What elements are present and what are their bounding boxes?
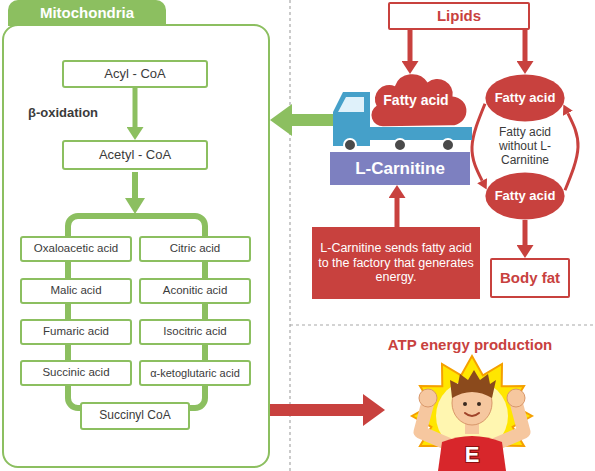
cargo-cloud: Fatty acid [368, 74, 464, 130]
man-shirt [438, 436, 506, 471]
outlined-box: Body fat [490, 258, 570, 298]
node-text: L-Carnitine sends fatty acid to the fact… [318, 241, 474, 284]
dashed-separator [289, 0, 290, 471]
node-text: Body fat [500, 269, 560, 286]
process-box: Succinyl CoA [80, 402, 190, 430]
man-fist [419, 389, 437, 407]
starburst-shape [412, 356, 532, 471]
node-text: Fatty acid [383, 92, 448, 108]
note-text: Fatty acid without L-Carnitine [480, 125, 570, 167]
truck-bed [368, 127, 472, 140]
section-heading: ATP energy production [375, 336, 565, 354]
flow-arrow [270, 404, 363, 416]
process-box: Acyl - CoA [62, 60, 208, 88]
cycle-entry-arrow [132, 172, 138, 200]
node-text: Acetyl - CoA [99, 148, 171, 163]
node-text: Fatty acid [495, 91, 556, 106]
energy-man-illustration [412, 356, 532, 471]
process-box: Malic acid [20, 278, 132, 304]
man-fist [507, 389, 525, 407]
truck-wheel [442, 139, 454, 151]
process-box: Isocitric acid [139, 319, 251, 345]
node-text: L-Carnitine [355, 159, 445, 179]
flow-arrow [523, 30, 528, 61]
process-box: Acetyl - CoA [62, 140, 208, 170]
flow-arrow [472, 104, 485, 181]
man-arm [496, 402, 524, 444]
panel-heading: Mitochondria [8, 0, 166, 26]
truck-wheel [344, 139, 356, 151]
ellipse-shape [485, 74, 564, 121]
cloud-shape [371, 74, 466, 126]
node-text: Succinic acid [42, 366, 109, 379]
process-box: α-ketoglutaric acid [139, 360, 251, 386]
energy-letter: E [458, 442, 486, 468]
outlined-box: Lipids [388, 2, 530, 30]
node-text: Aconitic acid [163, 284, 228, 297]
flow-arrow [565, 113, 578, 190]
cycle-entry-arrowhead [125, 198, 145, 214]
process-box: Citric acid [139, 236, 251, 262]
callout-box: L-Carnitine sends fatty acid to the fact… [312, 227, 480, 299]
node-text: α-ketoglutaric acid [150, 367, 240, 380]
node-text: Fatty acid [495, 189, 556, 204]
edge-label: β-oxidation [28, 105, 98, 120]
truck-wheel [394, 139, 406, 151]
mitochondria-panel: MitochondriaAcyl - CoAAcetyl - CoAOxaloa… [2, 24, 270, 468]
node-text: Acyl - CoA [104, 67, 165, 82]
node-text: Fumaric acid [43, 325, 109, 338]
fatty-acid-ellipse: Fatty acid [485, 172, 565, 220]
flow-arrow [395, 198, 400, 227]
starburst [412, 356, 532, 471]
node-text: Citric acid [170, 242, 220, 255]
man-mouth [465, 413, 479, 416]
carrier-band: L-Carnitine [330, 152, 470, 185]
man-arm [420, 402, 448, 444]
man-eye [463, 402, 467, 406]
flow-arrow [133, 88, 138, 127]
truck-window [338, 97, 364, 112]
process-box: Aconitic acid [139, 278, 251, 304]
process-box: Succinic acid [20, 360, 132, 386]
ellipse-shape [485, 172, 564, 219]
node-text: Oxaloacetic acid [34, 242, 118, 255]
node-text: Isocitric acid [163, 325, 226, 338]
man-hair [450, 370, 496, 398]
dashed-separator [290, 324, 595, 325]
truck-cab [333, 92, 370, 146]
man-eye [477, 402, 481, 406]
process-box: Oxaloacetic acid [20, 236, 132, 262]
node-text: Lipids [437, 7, 481, 24]
flow-arrow [523, 220, 528, 245]
energy-figure: E [385, 360, 560, 471]
fatty-acid-ellipse: Fatty acid [485, 74, 565, 122]
process-box: Fumaric acid [20, 319, 132, 345]
flow-arrow [408, 30, 413, 61]
node-text: Succinyl CoA [99, 409, 170, 423]
node-text: Malic acid [50, 284, 101, 297]
